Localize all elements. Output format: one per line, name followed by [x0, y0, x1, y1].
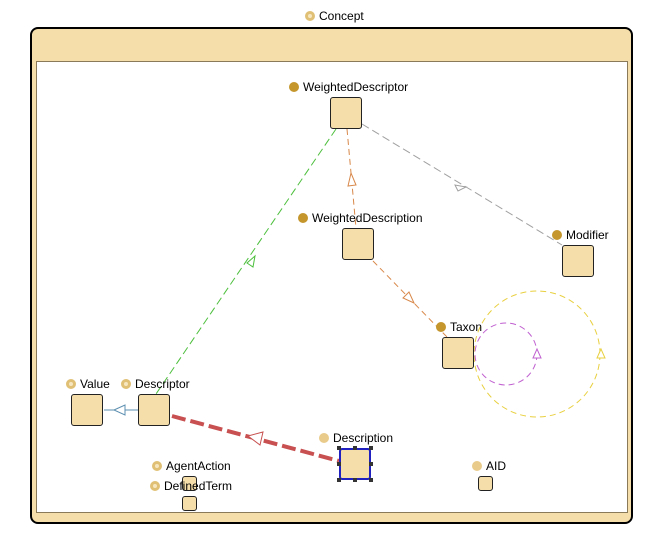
aid-node[interactable] [478, 476, 493, 491]
edge-weighteddescriptor-descriptor[interactable] [155, 128, 337, 395]
aid-label-text: AID [486, 459, 507, 473]
taxon-class-icon [436, 322, 446, 332]
selection-handle-tl[interactable] [337, 446, 341, 450]
concept-label-text: Concept [319, 9, 364, 23]
agentaction-label[interactable]: AgentAction [152, 459, 231, 473]
weighteddescriptor-label[interactable]: WeightedDescriptor [289, 80, 408, 94]
selection-handle-br[interactable] [369, 478, 373, 482]
edge-arrow-orange-2 [402, 291, 416, 305]
selection-handle-tr[interactable] [369, 446, 373, 450]
definedterm-label-text: DefinedTerm [164, 479, 233, 493]
aid-label[interactable]: AID [472, 459, 506, 473]
modifier-node[interactable] [562, 245, 594, 277]
descriptor-node[interactable] [138, 394, 170, 426]
weighteddescriptor-node[interactable] [330, 97, 362, 129]
selection-handle-ml[interactable] [337, 462, 341, 466]
selection-handle-bm[interactable] [353, 478, 357, 482]
description-class-icon [319, 433, 329, 443]
weighteddescription-label[interactable]: WeightedDescription [298, 211, 423, 225]
modifier-label-text: Modifier [566, 228, 609, 242]
edge-arrow-orange-1 [347, 171, 357, 187]
definedterm-node[interactable] [182, 496, 197, 511]
definedterm-class-icon [150, 481, 160, 491]
descriptor-label-text: Descriptor [135, 377, 190, 391]
edge-arrow-gray [454, 184, 468, 192]
selection-handle-mr[interactable] [369, 462, 373, 466]
weighteddescription-class-icon [298, 213, 308, 223]
taxon-node[interactable] [442, 337, 474, 369]
edge-weighteddescriptor-modifier[interactable] [361, 123, 563, 246]
taxon-label[interactable]: Taxon [436, 320, 482, 334]
modifier-class-icon [552, 230, 562, 240]
value-node[interactable] [71, 394, 103, 426]
value-label[interactable]: Value [66, 377, 110, 391]
descriptor-label[interactable]: Descriptor [121, 377, 190, 391]
selection-handle-bl[interactable] [337, 478, 341, 482]
agentaction-label-text: AgentAction [166, 459, 231, 473]
edge-arrow-blue [112, 404, 126, 416]
edge-weighteddescriptor-weighteddescription[interactable] [346, 128, 357, 229]
edge-arrow-green [246, 254, 256, 268]
agentaction-node[interactable] [182, 476, 197, 491]
description-node[interactable] [339, 448, 371, 480]
edge-taxon-loop-purple[interactable] [474, 322, 538, 386]
agentaction-class-icon [152, 461, 162, 471]
taxon-label-text: Taxon [450, 320, 483, 334]
edge-arrow-red [246, 431, 264, 446]
value-class-icon [66, 379, 76, 389]
concept-class-icon [305, 11, 315, 21]
edge-arrow-purple [532, 347, 542, 359]
description-label[interactable]: Description [319, 431, 393, 445]
weighteddescription-node[interactable] [342, 228, 374, 260]
value-label-text: Value [80, 377, 110, 391]
edge-arrow-yellow [596, 347, 606, 359]
selection-handle-tm[interactable] [353, 446, 357, 450]
concept-label[interactable]: Concept [305, 9, 364, 23]
definedterm-label[interactable]: DefinedTerm [150, 479, 232, 493]
weighteddescriptor-label-text: WeightedDescriptor [303, 80, 409, 94]
weighteddescriptor-class-icon [289, 82, 299, 92]
weighteddescription-label-text: WeightedDescription [312, 211, 423, 225]
aid-class-icon [472, 461, 482, 471]
modifier-label[interactable]: Modifier [552, 228, 609, 242]
descriptor-class-icon [121, 379, 131, 389]
description-label-text: Description [333, 431, 394, 445]
concept-canvas[interactable] [36, 61, 628, 513]
